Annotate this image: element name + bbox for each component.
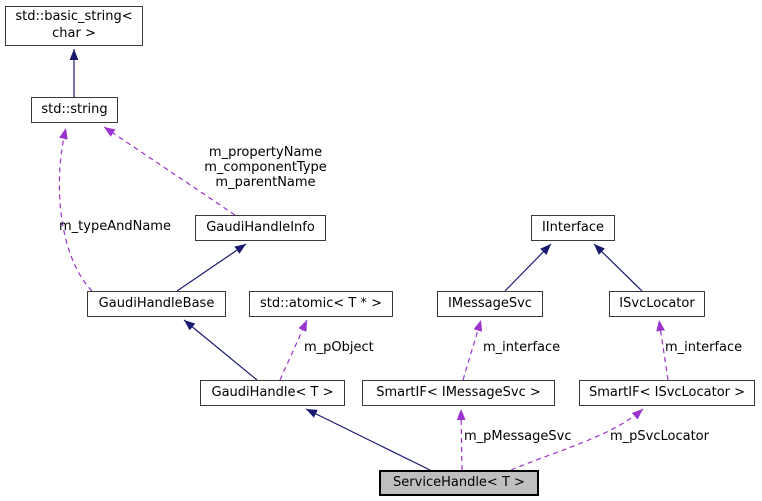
node-gaudihandleinfo[interactable]: GaudiHandleInfo <box>195 215 326 241</box>
edge-use-gaudihandle-to-stdatomic <box>279 319 308 381</box>
edge-inherit-gaudihandlebase-to-gaudihandleinfo <box>176 243 247 292</box>
node-std-string[interactable]: std::string <box>31 97 118 123</box>
edge-inherit-servicehandle-to-gaudihandle <box>305 408 431 471</box>
node-smartif-imessagesvc[interactable]: SmartIF< IMessageSvc > <box>362 380 555 406</box>
edge-use-servicehandle-to-smartifimessagesvc <box>456 408 466 471</box>
node-gaudihandlebase[interactable]: GaudiHandleBase <box>87 291 226 317</box>
node-isvclocator[interactable]: ISvcLocator <box>609 291 705 317</box>
node-imessagesvc[interactable]: IMessageSvc <box>437 291 543 317</box>
node-std-basic-string[interactable]: std::basic_string< char > <box>5 6 143 46</box>
edge-use-gaudihandlebase-to-stdstring <box>58 127 93 292</box>
edge-label-interface-left: m_interface <box>483 340 561 355</box>
node-gaudihandle[interactable]: GaudiHandle< T > <box>200 380 345 406</box>
edge-use-smartifisvclocator-to-isvclocator <box>656 319 669 381</box>
edge-inherit-imessagesvc-to-iinterface <box>504 243 552 292</box>
node-std-atomic[interactable]: std::atomic< T * > <box>249 291 393 317</box>
edge-label-p-svc-locator: m_pSvcLocator <box>610 429 709 444</box>
edge-label-type-and-name: m_typeAndName <box>59 219 171 234</box>
node-iinterface[interactable]: IInterface <box>531 215 615 241</box>
edge-inherit-gaudihandle-to-gaudihandlebase <box>183 319 258 381</box>
edge-label-property-group: m_propertyName m_componentType m_parentN… <box>204 145 327 190</box>
node-smartif-isvclocator[interactable]: SmartIF< ISvcLocator > <box>579 380 755 406</box>
edge-use-smartifimessagesvc-to-imessagesvc <box>462 319 483 381</box>
node-servicehandle-current: ServiceHandle< T > <box>379 470 539 496</box>
edge-label-p-object: m_pObject <box>304 340 374 355</box>
edge-inherit-isvclocator-to-iinterface <box>593 243 643 292</box>
edge-label-interface-right: m_interface <box>665 340 743 355</box>
edge-label-p-message-svc: m_pMessageSvc <box>464 429 572 444</box>
edge-use-servicehandle-to-smartifisvclocator <box>510 408 644 471</box>
